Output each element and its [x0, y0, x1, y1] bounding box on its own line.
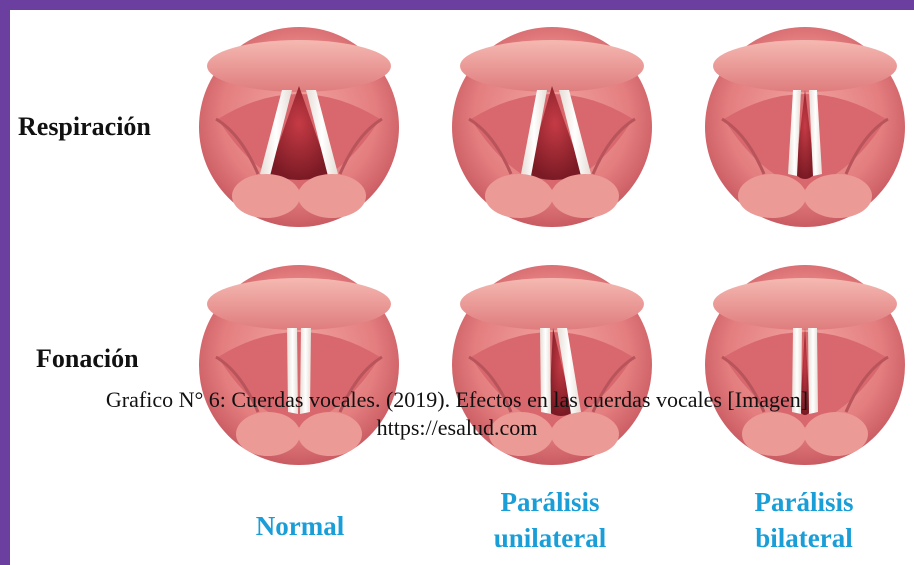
row-label-respiracion: Respiración: [18, 112, 151, 142]
column-label-unilateral-line2: unilateral: [440, 520, 660, 556]
figure-caption: Grafico N° 6: Cuerdas vocales. (2019). E…: [0, 386, 914, 442]
column-label-bilateral-line2: bilateral: [694, 520, 914, 556]
column-label-bilateral-line1: Parálisis: [694, 484, 914, 520]
column-label-normal-text: Normal: [190, 508, 410, 544]
column-label-unilateral: Parálisis unilateral: [440, 484, 660, 556]
caption-citation: Grafico N° 6: Cuerdas vocales. (2019). E…: [0, 386, 914, 414]
column-label-normal: Normal: [190, 508, 410, 544]
row-label-fonacion: Fonación: [36, 344, 139, 374]
column-label-bilateral: Parálisis bilateral: [694, 484, 914, 556]
column-label-unilateral-line1: Parálisis: [440, 484, 660, 520]
larynx-respiracion-normal: [196, 24, 402, 230]
larynx-respiracion-unilateral: [449, 24, 655, 230]
caption-url: https://esalud.com: [0, 414, 914, 442]
larynx-respiracion-bilateral: [702, 24, 908, 230]
